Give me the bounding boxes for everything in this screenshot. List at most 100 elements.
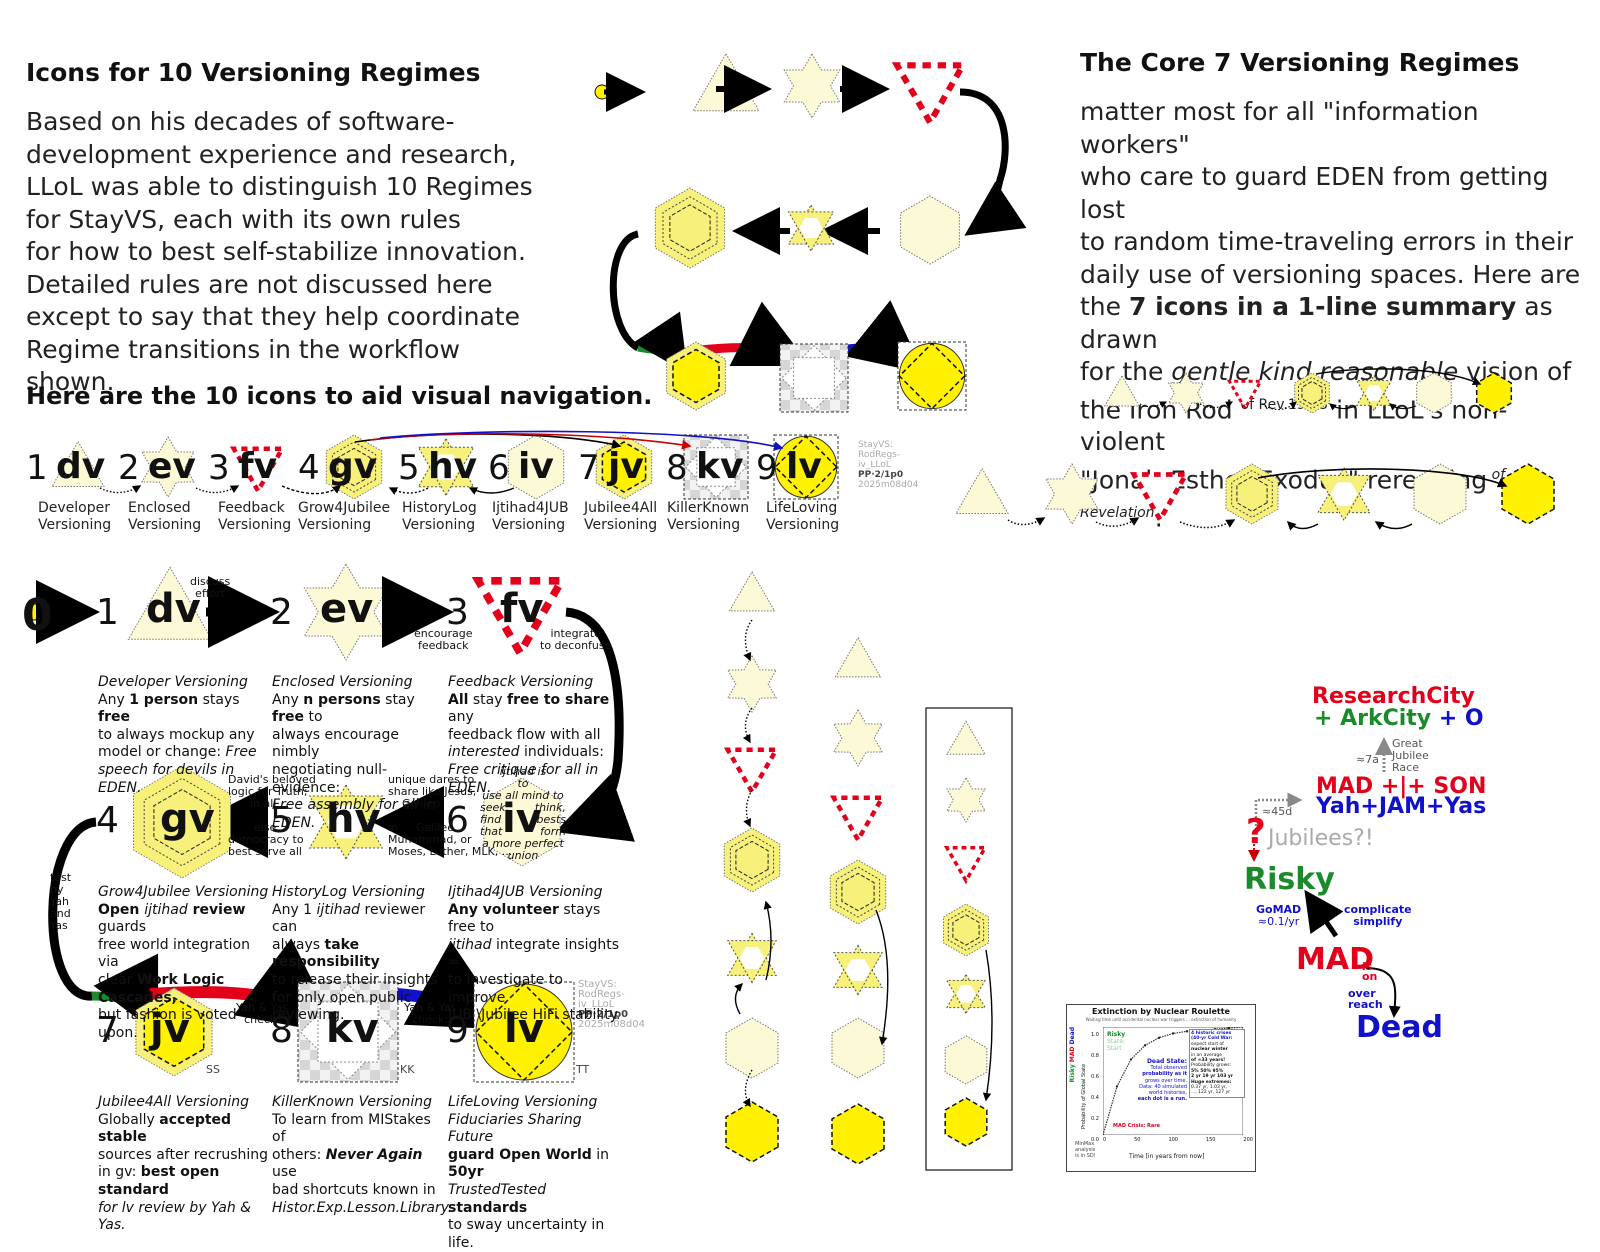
text: seek, — [480, 801, 510, 814]
text: nuclear winter — [1191, 1047, 1228, 1053]
text-italic: ijtihad — [448, 936, 492, 953]
column-icon-gv — [723, 827, 781, 893]
right-para-line: for the gentle kind reasonable vision of — [1080, 356, 1590, 389]
note-line: and — [50, 907, 71, 920]
mini-icon-gv — [1294, 372, 1330, 414]
note-line: union — [507, 849, 539, 862]
row-label-line: Developer — [38, 500, 111, 516]
text: reviewer can — [272, 901, 426, 936]
text-italic: for lv review by Yah & Yas. — [98, 1199, 252, 1234]
text-bold-italic: Never Again — [325, 1146, 423, 1163]
row-icon-fv — [229, 446, 287, 496]
y-tick: 0.2 — [1091, 1116, 1099, 1122]
desc-kv: KillerKnown Versioning To learn from MIS… — [272, 1094, 452, 1217]
note-line: Galilee, — [416, 821, 458, 834]
text: any — [448, 709, 474, 726]
code-jv: jv — [150, 1006, 190, 1052]
left-para-line: LLoL was able to distinguish 10 Regimes — [26, 172, 533, 201]
left-para-line: Based on his decades of software- — [26, 107, 455, 136]
step-number: 7 — [96, 1010, 119, 1051]
text: Globally — [98, 1111, 160, 1128]
star-icon — [783, 53, 841, 119]
note-line: share like Jesus, — [388, 785, 477, 798]
row-label-line: Feedback — [218, 500, 285, 516]
column-icon-dv — [946, 720, 986, 755]
y-tick: 0.4 — [1091, 1095, 1099, 1101]
row-code-hv: hv — [428, 446, 478, 487]
x-tick: 150 — [1205, 1137, 1216, 1143]
left-subtitle: Here are the 10 icons to aid visual navi… — [26, 382, 653, 410]
mad-son: MAD +|+ SON — [1316, 774, 1487, 799]
text: State: — [1107, 1038, 1125, 1045]
desc-title: Feedback Versioning — [448, 674, 594, 690]
step-number: 4 — [96, 800, 119, 841]
text: stays — [198, 691, 240, 708]
desc-jv: Jubilee4All Versioning Globally accepted… — [98, 1094, 273, 1235]
arrow — [99, 485, 142, 494]
text: others: — [272, 1146, 326, 1163]
chart-dot — [1143, 1044, 1147, 1047]
column-icon-fv — [943, 845, 989, 885]
row-label-line: Versioning — [766, 517, 840, 533]
step-number: 5 — [270, 800, 293, 841]
yah-jam-yas: Yah+JAM+Yas — [1316, 794, 1487, 819]
step-number: 1 — [96, 592, 119, 633]
text: Data: 40 simulated — [1139, 1083, 1187, 1090]
stamp-line: 2025m08d04 — [578, 1019, 645, 1030]
iv-big-icon — [483, 777, 561, 867]
column-icon-hv — [726, 932, 778, 984]
column-icon-fv — [829, 795, 887, 845]
text-bold: All — [448, 691, 469, 708]
note-line: best serve all — [228, 845, 302, 858]
stamp-line: PP·2/1p0 — [578, 1009, 629, 1020]
row-number: 4 — [298, 448, 320, 488]
text: 0.37 yr, 1.03 yr, — [1191, 1085, 1228, 1091]
arrow — [281, 485, 342, 495]
chart-dot — [1241, 1027, 1243, 1029]
arrow — [742, 1069, 753, 1108]
dv-big-icon — [127, 566, 213, 640]
right-title: The Core 7 Versioning Regimes — [1080, 48, 1520, 77]
row-label-line: Versioning — [667, 517, 741, 533]
code-gv: gv — [160, 796, 215, 842]
text: ArkCity — [1340, 706, 1432, 731]
x-tick: 0 — [1103, 1137, 1107, 1143]
row-label-line: Versioning — [218, 517, 292, 533]
text: GoMAD — [1256, 903, 1302, 916]
text: on — [1362, 970, 1378, 983]
note-line: Muhammad, or — [388, 833, 472, 846]
row-label-line: Ijtihad4JUB — [492, 500, 569, 516]
chart-mad-crisis: MAD Crisis: Rare — [1113, 1123, 1161, 1129]
tag-tt: TT — [576, 1063, 590, 1076]
text-italic: Free — [225, 744, 257, 761]
row-code-fv: fv — [238, 446, 278, 487]
text: bests — [536, 813, 566, 826]
desc-title: Jubilee4All Versioning — [98, 1094, 250, 1110]
text: to always mockup any — [98, 726, 255, 743]
desc-gv: Grow4Jubilee Versioning Open ijtihad rev… — [98, 884, 273, 1042]
text: each dot is a run. — [1137, 1096, 1187, 1103]
text: reach — [1348, 998, 1383, 1011]
text: Race — [1392, 761, 1419, 774]
jv-big-icon — [135, 987, 213, 1077]
text-italic: ijtihad — [144, 901, 188, 918]
y-tick: 0.0 — [1091, 1137, 1099, 1143]
x-tick: 200 — [1243, 1137, 1253, 1143]
row-label-line: HistoryLog — [402, 500, 477, 516]
mini-icon-fv — [1226, 379, 1264, 412]
mini-icon-hexpale — [1416, 372, 1452, 414]
text: Risky — [1069, 1064, 1076, 1083]
step-zero: 0 — [22, 590, 53, 641]
code-fv: fv — [500, 586, 544, 632]
text-bold: best open standard — [98, 1164, 220, 1198]
row-number: 6 — [488, 448, 510, 488]
desc-title: HistoryLog Versioning — [272, 884, 425, 900]
